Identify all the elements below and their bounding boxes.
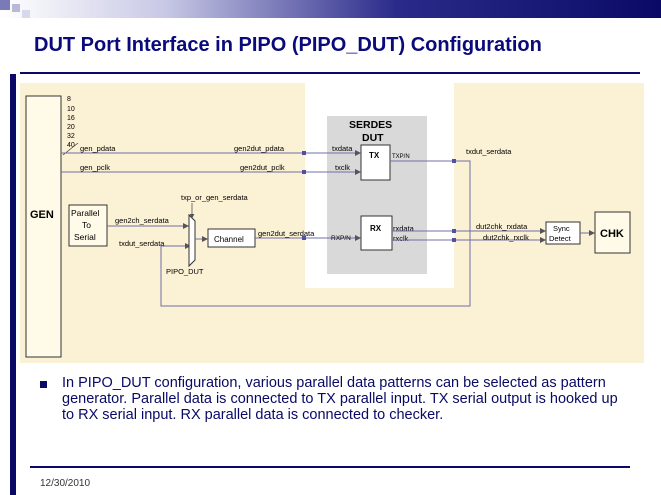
pipo-dut-label: PIPO_DUT — [166, 267, 204, 276]
p2s-line-2: To — [82, 220, 91, 230]
txdut-serdata-in-label: txdut_serdata — [119, 239, 165, 248]
chk-label: CHK — [600, 228, 624, 240]
p2s-line-3: Serial — [74, 232, 96, 242]
txdut-serdata-out-label: txdut_serdata — [466, 147, 512, 156]
corner-decoration-3 — [22, 10, 30, 18]
gen-pclk-label: gen_pclk — [80, 163, 110, 172]
gen-label: GEN — [30, 209, 54, 221]
gen2dut-pdata-label: gen2dut_pdata — [234, 144, 285, 153]
channel-label: Channel — [214, 235, 244, 244]
rxpn-label: RXP/N — [331, 235, 351, 242]
corner-decoration-1 — [0, 0, 10, 10]
rx-block — [360, 215, 393, 251]
pclk-connector — [302, 170, 306, 174]
width-value-10: 10 — [67, 106, 75, 113]
left-accent-bar — [10, 74, 16, 495]
serdata-connector — [302, 236, 306, 240]
txpn-label: TXP/N — [392, 154, 410, 160]
sync-detect-line-2: Detect — [549, 234, 572, 243]
dut2chk-rxclk-label: dut2chk_rxclk — [483, 233, 529, 242]
dut-label: DUT — [362, 132, 384, 144]
title-divider — [20, 72, 640, 74]
rx-label: RX — [370, 224, 382, 233]
rxdata-label: rxdata — [393, 224, 415, 233]
width-values: 8 10 16 20 32 40 — [67, 96, 75, 149]
rxdata-connector — [452, 229, 456, 233]
txdata-label: txdata — [332, 144, 353, 153]
txpn-connector — [452, 159, 456, 163]
width-value-8: 8 — [67, 96, 71, 103]
rxclk-connector — [452, 238, 456, 242]
width-value-16: 16 — [67, 115, 75, 122]
p2s-line-1: Parallel — [71, 208, 99, 218]
rxclk-label: rxclk — [393, 234, 409, 243]
footer-date: 12/30/2010 — [40, 478, 91, 489]
gen2dut-serdata-label: gen2dut_serdata — [258, 229, 315, 238]
txp-or-gen-serdata-label: txp_or_gen_serdata — [181, 193, 249, 202]
width-value-32: 32 — [67, 133, 75, 140]
pdata-connector — [302, 151, 306, 155]
serdes-label: SERDES — [349, 119, 392, 131]
gen-block — [25, 95, 62, 358]
dut2chk-rxdata-label: dut2chk_rxdata — [476, 222, 528, 231]
header-gradient-bar — [0, 0, 661, 18]
gen-pdata-label: gen_pdata — [80, 144, 116, 153]
pipo-dut-mux — [188, 213, 196, 268]
width-value-40: 40 — [67, 142, 75, 149]
sync-detect-line-1: Sync — [553, 224, 570, 233]
parallel-to-serial-block — [68, 204, 108, 247]
txclk-label: txclk — [335, 163, 350, 172]
bullet-text: In PIPO_DUT configuration, various paral… — [62, 375, 618, 423]
tx-block — [360, 144, 391, 181]
tx-serial-out-wire — [160, 160, 471, 307]
slide-title: DUT Port Interface in PIPO (PIPO_DUT) Co… — [34, 34, 542, 56]
width-value-20: 20 — [67, 124, 75, 131]
bullet-marker — [40, 381, 47, 388]
chk-block — [594, 211, 631, 254]
gen2dut-pclk-label: gen2dut_pclk — [240, 163, 285, 172]
corner-decoration-2 — [12, 4, 20, 12]
footer-divider — [30, 466, 630, 468]
tx-label: TX — [369, 151, 380, 160]
gen2ch-serdata-label: gen2ch_serdata — [115, 216, 170, 225]
